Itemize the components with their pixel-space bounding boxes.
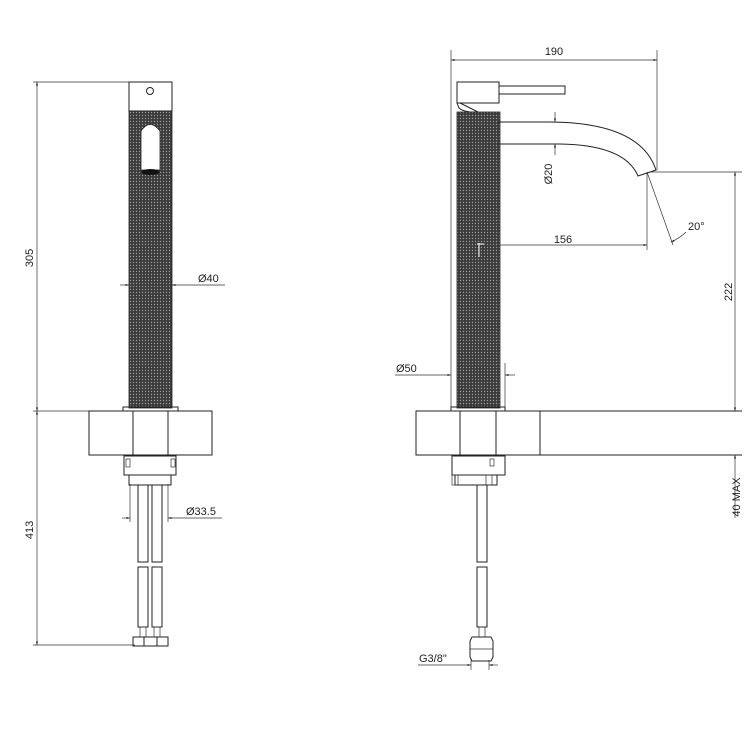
front-view: 305 413 Ø40 [24, 81, 225, 647]
dimension-156-label: 156 [554, 234, 572, 246]
dimension-40-label: Ø40 [198, 273, 219, 285]
fixing-nut-side [451, 455, 506, 486]
dimension-40-max: 40 MAX [731, 455, 743, 518]
dimension-20-label: Ø20 [543, 164, 555, 185]
countertop-section-front [88, 406, 213, 456]
dimension-20-degree-label: 20° [688, 221, 705, 233]
dimension-413-label: 413 [24, 521, 36, 539]
dimension-spout-reach-156: 156 [500, 172, 648, 250]
countertop-section-side [415, 406, 742, 456]
spout [498, 121, 657, 177]
flexible-hoses-front [132, 484, 169, 647]
dimension-height-222: 222 [650, 171, 742, 411]
dimension-height: 305 413 [24, 81, 135, 646]
aerator-slot [140, 124, 161, 171]
dimension-305-label: 305 [24, 249, 36, 267]
dimension-diameter-33-5: Ø33.5 [122, 484, 222, 522]
faucet-body-front [128, 81, 173, 409]
dimension-40-max-label: 40 MAX [731, 477, 743, 517]
lever-handle [456, 81, 566, 113]
dimension-190-label: 190 [545, 46, 563, 58]
dimension-angle-20: 20° [646, 171, 705, 246]
fixing-nut-front [123, 455, 177, 486]
dimension-50-label: Ø50 [396, 363, 417, 375]
dimension-reach-190: 190 [450, 46, 658, 408]
dimension-diameter-40: Ø40 [120, 273, 225, 287]
flexible-hose-side [469, 484, 494, 662]
dimension-base-diameter-50: Ø50 [395, 363, 515, 408]
dimension-thread-g3-8: G3/8" [418, 653, 498, 670]
dimension-spout-diameter-20: Ø20 [543, 112, 557, 185]
dimension-33-5-label: Ø33.5 [186, 506, 216, 518]
handle-pin-icon [146, 87, 154, 95]
faucet-body-side [456, 111, 501, 409]
dimension-g3-8-label: G3/8" [419, 653, 447, 665]
side-view: 190 Ø20 156 20° 222 [395, 46, 743, 670]
dimension-222-label: 222 [723, 283, 735, 301]
